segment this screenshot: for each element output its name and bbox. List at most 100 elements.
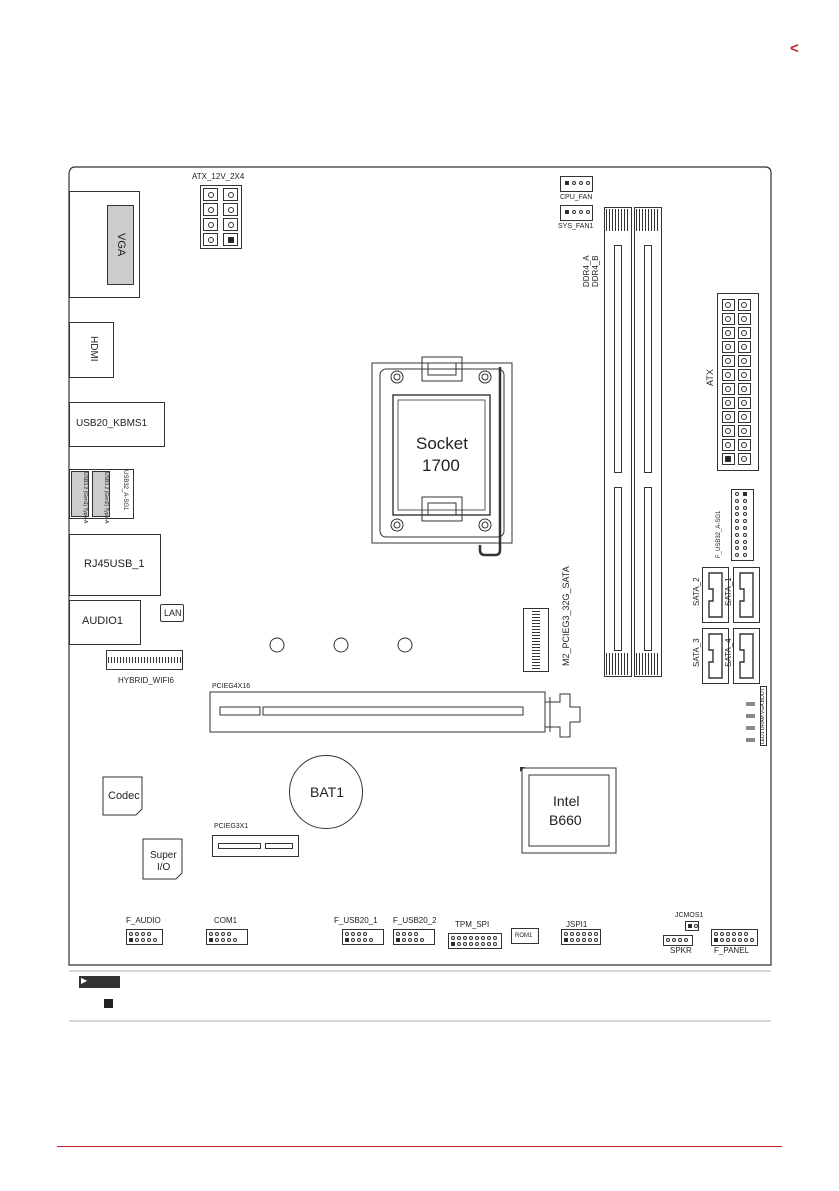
spkr-label: SPKR [670, 946, 692, 955]
pin [141, 938, 145, 942]
sata-socket [739, 572, 754, 618]
pin [469, 936, 473, 940]
footer-line [57, 1146, 782, 1147]
pin [725, 344, 731, 350]
sata-3-label: SATA_3 [692, 638, 701, 667]
pin [725, 358, 731, 364]
pin [725, 316, 731, 322]
pin [743, 546, 747, 551]
pin [228, 207, 234, 213]
pin [209, 932, 213, 936]
pin [741, 414, 747, 420]
pin [228, 237, 234, 243]
pin [481, 936, 485, 940]
leds-label: LED1 DRAM VGA BOOT [760, 686, 767, 746]
pin [209, 938, 213, 942]
pin [586, 210, 590, 214]
ddr-key [644, 487, 652, 651]
usb20-kbms-port [69, 402, 165, 447]
pin [487, 942, 491, 946]
usb32-gen1-label: USB3.2 (Gen1) Type-A [82, 472, 88, 524]
pin [725, 302, 731, 308]
sata-socket [739, 633, 754, 679]
sata-socket [708, 633, 723, 679]
pin [469, 942, 473, 946]
pin [487, 936, 491, 940]
pin [457, 936, 461, 940]
ddr-latch [636, 209, 660, 231]
hdmi-label: HDMI [88, 336, 99, 362]
pin [725, 372, 731, 378]
nav-arrow-icon[interactable]: < [790, 40, 799, 57]
hdmi-port [69, 322, 114, 378]
pin [408, 932, 412, 936]
pin [735, 492, 739, 496]
jcmos1-header [685, 921, 699, 931]
ddr-latch [606, 653, 630, 675]
pin [208, 207, 214, 213]
pin [227, 932, 231, 936]
wifi-slot-inner [108, 657, 181, 663]
sata-4-port [733, 628, 760, 684]
tpm-spi-label: TPM_SPI [455, 920, 490, 929]
pin [570, 932, 574, 936]
codec-label: Codec [108, 790, 140, 802]
mounting-holes [269, 637, 413, 653]
pin [564, 938, 568, 942]
jcmos1-label: JCMOS1 [675, 912, 704, 919]
cpu-fan-label: CPU_FAN [560, 194, 593, 201]
pin [564, 932, 568, 936]
f-usb20-2-label: F_USB20_2 [393, 916, 437, 925]
sata-2-label: SATA_2 [692, 577, 701, 606]
sata-4-label: SATA_4 [724, 638, 733, 667]
wifi-label: HYBRID_WIFI6 [118, 676, 175, 685]
pin [233, 938, 237, 942]
pin [725, 442, 731, 448]
pin [565, 210, 569, 214]
pin [208, 237, 214, 243]
pin [147, 932, 151, 936]
codec-chip [102, 776, 143, 816]
pin [741, 442, 747, 448]
pin [345, 938, 349, 942]
pin [588, 932, 592, 936]
pin [725, 400, 731, 406]
pin [463, 936, 467, 940]
pin [369, 938, 373, 942]
pin [750, 938, 754, 942]
ddr4-b-label: DDR4_B [591, 255, 600, 287]
f-usb20-1-label: F_USB20_1 [334, 916, 378, 925]
pin [576, 932, 580, 936]
pin [215, 932, 219, 936]
rj45-port [69, 534, 161, 596]
pin [741, 358, 747, 364]
pin [396, 932, 400, 936]
chipset-label-1: Intel [553, 793, 580, 809]
pin [694, 924, 698, 928]
pin [741, 344, 747, 350]
pin [725, 456, 731, 462]
pin [153, 938, 157, 942]
pcieg3x1-label: PCIEG3X1 [214, 823, 249, 830]
pin [576, 938, 580, 942]
pin [725, 386, 731, 392]
pin1-square-icon [104, 999, 113, 1008]
pin [570, 938, 574, 942]
ddr-key [614, 245, 622, 473]
battery [289, 755, 363, 829]
pin [738, 932, 742, 936]
pin [725, 428, 731, 434]
rom1-chip [511, 928, 539, 944]
pin [582, 932, 586, 936]
cpu-fan-connector [560, 176, 593, 192]
pin [351, 932, 355, 936]
pin [684, 938, 688, 942]
pin [735, 512, 739, 517]
pin [129, 938, 133, 942]
pin [579, 181, 583, 185]
pcieg3x1-inner-b [265, 843, 293, 849]
pcieg4x16-slot-svg [209, 691, 581, 738]
pcieg3x1-slot [212, 835, 299, 857]
pin [493, 936, 497, 940]
